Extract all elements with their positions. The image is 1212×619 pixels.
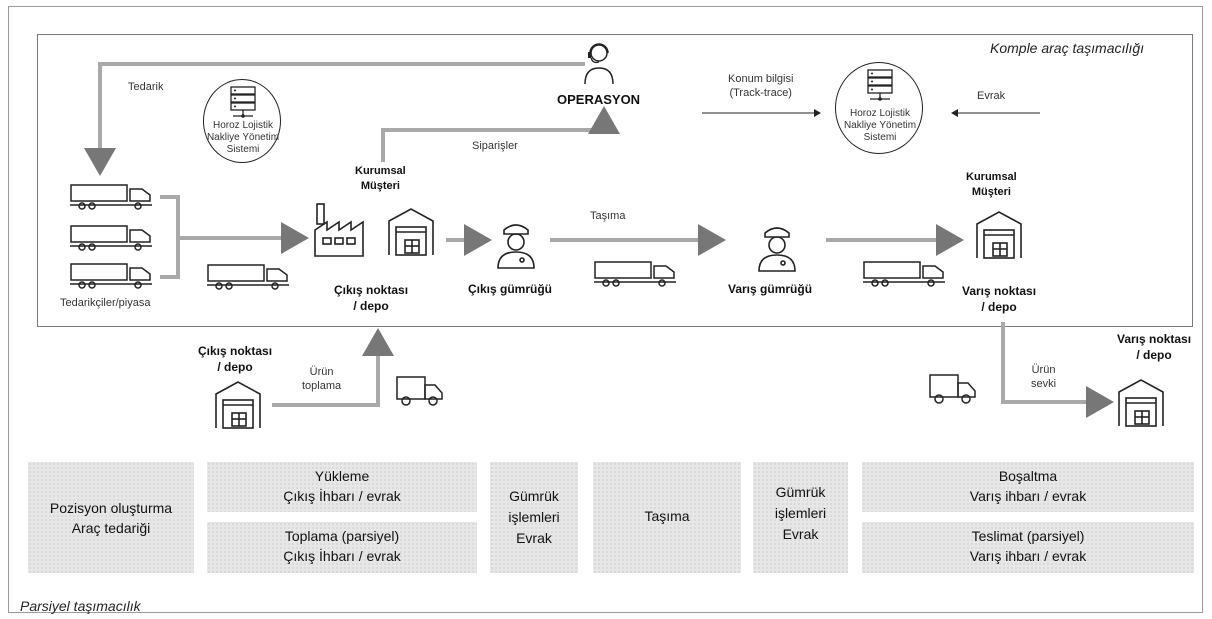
urun-sevki-flow <box>1001 322 1114 418</box>
kurumsal-line1: Kurumsal <box>966 171 1017 183</box>
step-box-toplama: Toplama (parsiyel) Çıkış İhbarı / evrak <box>207 522 477 573</box>
varis-gumrugu-label: Varış gümrüğü <box>728 282 813 296</box>
konum-line2: (Track-trace) <box>729 87 792 99</box>
urun-toplama-label: Ürün toplama <box>302 365 341 393</box>
konum-line1: Konum bilgisi <box>728 73 794 85</box>
step-text: Varış ihbarı / evrak <box>969 488 1087 504</box>
step-text: Evrak <box>782 526 819 542</box>
truck-icon <box>863 261 945 287</box>
tedarikciler-label: Tedarikçiler/piyasa <box>60 297 151 309</box>
parsiyel-title: Parsiyel taşımacılık <box>20 598 141 614</box>
siparisler-flow <box>381 106 620 162</box>
tms-line3: Sistemi <box>863 132 897 143</box>
varis-noktasi-line2: / depo <box>981 300 1017 314</box>
step-text: Araç tedariği <box>71 520 151 536</box>
cikis-gumrugu-label: Çıkış gümrüğü <box>468 282 553 296</box>
van-icon <box>929 374 976 404</box>
varis-noktasi-line1: Varış noktası <box>1117 332 1192 346</box>
tedarik-flow <box>84 62 585 176</box>
warehouse-icon <box>976 211 1022 259</box>
tms-line3: Sistemi <box>226 144 260 155</box>
truck-icon <box>70 225 152 251</box>
varis-noktasi-line2: / depo <box>1136 348 1172 362</box>
tedarik-label: Tedarik <box>128 81 164 93</box>
siparisler-label: Siparişler <box>472 140 518 152</box>
step-text: Gümrük <box>509 488 559 504</box>
tms-line2: Nakliye Yönetim <box>206 132 280 143</box>
step-box-varis-gumruk: Gümrük işlemleri Evrak <box>753 462 848 573</box>
warehouse-icon <box>1118 379 1164 427</box>
cikis-noktasi-line2: / depo <box>353 299 389 313</box>
truck-icon <box>70 184 152 210</box>
step-text: Boşaltma <box>998 468 1058 484</box>
truck-icon <box>594 261 676 287</box>
step-text: Çıkış İhbarı / evrak <box>283 548 401 564</box>
diagram-frame <box>8 6 1203 613</box>
urun-toplama-flow <box>272 328 394 407</box>
tms-line2: Nakliye Yönetim <box>843 120 917 131</box>
urun-sevki-label: Ürün sevki <box>1031 363 1056 391</box>
step-box-bosaltma: Boşaltma Varış ihbarı / evrak <box>862 462 1194 512</box>
step-box-tasima: Taşıma <box>593 462 741 573</box>
varis-noktasi-line1: Varış noktası <box>962 284 1037 298</box>
urun-toplama-line1: Ürün <box>309 366 334 378</box>
step-text: işlemleri <box>508 509 560 525</box>
warehouse-icon <box>388 208 434 256</box>
supplier-bracket <box>160 195 180 279</box>
step-text: Çıkış İhbarı / evrak <box>283 488 401 504</box>
cikis-noktasi-line1: Çıkış noktası <box>198 344 273 358</box>
kurumsal-musteri-right: Kurumsal Müşteri <box>966 170 1017 200</box>
tms-line1: Horoz Lojistik <box>849 108 911 119</box>
varis-noktasi-bottom: Varış noktası / depo <box>1117 331 1191 363</box>
step-text: Yükleme <box>314 468 370 484</box>
kurumsal-line2: Müşteri <box>360 180 400 192</box>
komple-title: Komple araç taşımacılığı <box>990 40 1145 56</box>
kurumsal-line2: Müşteri <box>971 186 1011 198</box>
tms-system-left: Horoz Lojistik Nakliye Yönetim Sistemi <box>203 79 281 163</box>
step-box-yukleme: Yükleme Çıkış İhbarı / evrak <box>207 462 477 512</box>
server-icon <box>867 69 893 101</box>
urun-sevki-line2: sevki <box>1031 378 1057 390</box>
step-text: Varış ihbarı / evrak <box>969 548 1087 564</box>
tms-system-right: Horoz Lojistik Nakliye Yönetim Sistemi <box>835 62 923 154</box>
warehouse-icon <box>215 381 261 429</box>
cikis-noktasi-line1: Çıkış noktası <box>334 283 409 297</box>
step-box-pozisyon: Pozisyon oluşturma Araç tedariği <box>28 462 194 573</box>
customs-officer-icon <box>758 227 796 272</box>
tasima-arrow-label: Taşıma <box>590 210 626 222</box>
varis-noktasi-top: Varış noktası / depo <box>962 283 1036 315</box>
step-box-cikis-gumruk: Gümrük işlemleri Evrak <box>490 462 578 573</box>
tms-line1: Horoz Lojistik <box>212 120 274 131</box>
step-text: Pozisyon oluşturma <box>49 500 173 516</box>
van-icon <box>396 376 443 406</box>
truck-icon <box>207 264 289 290</box>
cikis-noktasi-line2: / depo <box>217 360 253 374</box>
step-text: Evrak <box>516 530 552 546</box>
truck-icon <box>70 263 152 289</box>
urun-toplama-line2: toplama <box>302 380 342 392</box>
full-truckload-frame <box>37 34 1193 327</box>
step-text: işlemleri <box>774 505 827 521</box>
factory-icon <box>314 203 364 257</box>
operator-headset-icon <box>584 43 614 85</box>
kurumsal-line1: Kurumsal <box>355 165 406 177</box>
step-text: Taşıma <box>644 508 690 524</box>
urun-sevki-line1: Ürün <box>1031 364 1056 376</box>
step-text: Teslimat (parsiyel) <box>971 528 1085 544</box>
cikis-noktasi-bottom: Çıkış noktası / depo <box>198 343 272 375</box>
cikis-noktasi-top: Çıkış noktası / depo <box>334 282 408 314</box>
operasyon-label: OPERASYON <box>557 92 641 107</box>
customs-officer-icon <box>497 224 535 269</box>
konum-label: Konum bilgisi (Track-trace) <box>728 72 793 100</box>
evrak-label: Evrak <box>977 90 1006 102</box>
step-box-teslimat: Teslimat (parsiyel) Varış ihbarı / evrak <box>862 522 1194 573</box>
step-text: Gümrük <box>775 484 826 500</box>
server-icon <box>230 86 256 118</box>
kurumsal-musteri-left: Kurumsal Müşteri <box>355 164 406 194</box>
step-text: Toplama (parsiyel) <box>284 528 400 544</box>
